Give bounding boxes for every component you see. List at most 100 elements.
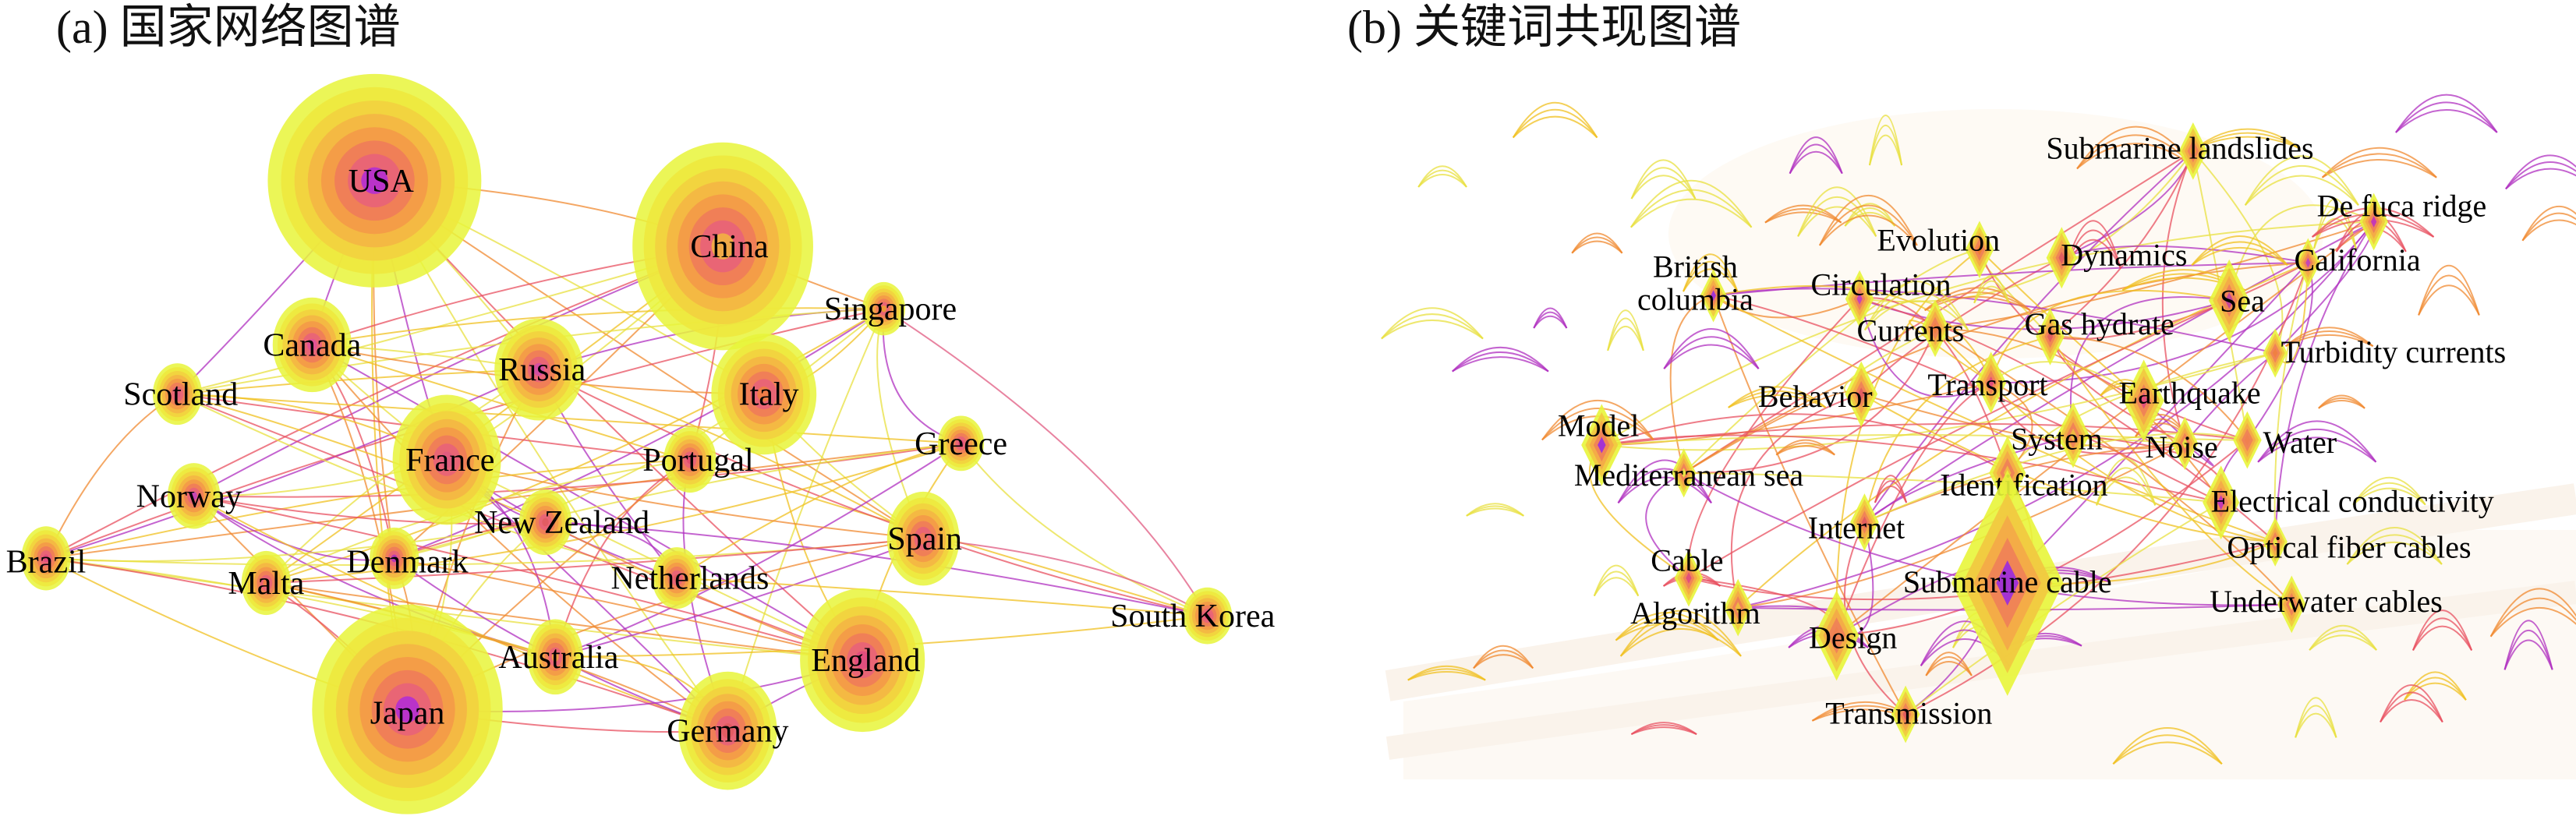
- keyword-node-circulation[interactable]: Circulation: [1811, 267, 1951, 328]
- keyword-link: [2412, 617, 2473, 651]
- country-label: France: [405, 443, 494, 479]
- keyword-link: [1764, 204, 1842, 224]
- keyword-link: [1819, 194, 1918, 246]
- country-node-brazil[interactable]: Brazil: [6, 526, 87, 591]
- country-link: [676, 442, 961, 579]
- country-node-singapore[interactable]: Singapore: [824, 281, 957, 336]
- keyword-link: [2418, 274, 2480, 316]
- node-diamond: [1861, 516, 1868, 528]
- country-node-spain[interactable]: Spain: [886, 491, 962, 586]
- keyword-link: [1764, 211, 1842, 224]
- country-node-portugal[interactable]: Portugal: [642, 426, 754, 493]
- node-diamond: [2224, 292, 2234, 309]
- keyword-node-optical-fiber-cables[interactable]: Optical fiber cables: [2227, 517, 2472, 567]
- keyword-link: [1533, 311, 1568, 329]
- keyword-node-algorithm[interactable]: Algorithm: [1630, 578, 1760, 637]
- keyword-node-submarine-landslides[interactable]: Submarine landslides: [2046, 122, 2314, 180]
- node-diamond: [2288, 599, 2295, 610]
- keyword-link: [2395, 101, 2498, 133]
- node-diamond: [2190, 145, 2196, 157]
- keyword-node-dynamics[interactable]: Dynamics: [2046, 227, 2188, 289]
- keyword-link: [2404, 676, 2467, 701]
- country-node-england[interactable]: England: [800, 588, 925, 733]
- keyword-node-currents[interactable]: Currents: [1857, 299, 1965, 358]
- keyword-link: [1417, 169, 1467, 188]
- keyword-node-behavior[interactable]: Behavior: [1758, 361, 1878, 427]
- country-node-germany[interactable]: Germany: [667, 671, 789, 790]
- keyword-link: [2076, 143, 2196, 170]
- country-node-russia[interactable]: Russia: [494, 318, 586, 421]
- keyword-link: [1473, 649, 1534, 669]
- keyword-node-gas-hydrate[interactable]: Gas hydrate: [2025, 306, 2174, 366]
- keyword-node-electrical-conductivity[interactable]: Electrical conductivity: [2203, 465, 2494, 540]
- keyword-link: [1789, 136, 1843, 174]
- keyword-node-model[interactable]: Model: [1558, 404, 1639, 486]
- keyword-node-earthquake[interactable]: Earthquake: [2119, 359, 2261, 442]
- node-diamond: [1681, 468, 1686, 479]
- country-link: [394, 393, 765, 560]
- keyword-link: [2295, 705, 2337, 738]
- keyword-link: [1864, 433, 2248, 523]
- keyword-link: [2352, 487, 2426, 506]
- keyword-link: [1737, 262, 2309, 609]
- keyword-node-submarine-cable[interactable]: Submarine cable: [1903, 470, 2112, 696]
- keyword-link: [2505, 168, 2576, 190]
- keyword-link: [1619, 609, 1742, 657]
- keyword-node-de-fuca-ridge[interactable]: De fuca ridge: [2317, 188, 2487, 251]
- keyword-node-evolution[interactable]: Evolution: [1877, 221, 2000, 279]
- keyword-node-turbidity-currents[interactable]: Turbidity currents: [2263, 328, 2507, 378]
- keyword-link: [1688, 299, 2230, 579]
- keyword-node-sea[interactable]: Sea: [2209, 259, 2265, 342]
- keyword-link: [2503, 639, 2553, 670]
- keyword-link: [1737, 221, 2375, 609]
- country-node-denmark[interactable]: Denmark: [346, 527, 469, 589]
- country-node-china[interactable]: China: [632, 142, 813, 351]
- keyword-node-design[interactable]: Design: [1809, 590, 1897, 681]
- keyword-link: [1541, 407, 1654, 441]
- keyword-link: [2418, 265, 2480, 316]
- keyword-node-internet[interactable]: Internet: [1808, 493, 1905, 551]
- keyword-link: [1683, 262, 2309, 474]
- keyword-link: [1607, 317, 1644, 351]
- keyword-node-system[interactable]: System: [2011, 402, 2103, 468]
- country-node-italy[interactable]: Italy: [711, 334, 817, 455]
- keyword-node-noise[interactable]: Noise: [2145, 416, 2218, 471]
- country-link: [538, 369, 1208, 617]
- keyword-link: [2346, 541, 2443, 565]
- keyword-link: [2191, 241, 2288, 266]
- node-diamond: [2047, 330, 2054, 343]
- country-node-canada[interactable]: Canada: [263, 297, 362, 393]
- country-node-malta[interactable]: Malta: [228, 550, 305, 616]
- keyword-node-transmission[interactable]: Transmission: [1825, 685, 1992, 744]
- keyword-link: [1630, 722, 1697, 735]
- keyword-label: Dynamics: [2061, 238, 2187, 273]
- country-node-newzealand[interactable]: New Zealand: [474, 489, 649, 556]
- country-label: Russia: [498, 352, 586, 388]
- keyword-link: [1617, 459, 1712, 503]
- keyword-node-transport[interactable]: Transport: [1927, 351, 2048, 414]
- country-node-japan[interactable]: Japan: [312, 604, 503, 814]
- country-label: Germany: [667, 714, 788, 750]
- keyword-node-cable[interactable]: Cable: [1651, 542, 1724, 607]
- country-node-scotland[interactable]: Scotland: [123, 363, 238, 426]
- country-node-netherlands[interactable]: Netherlands: [610, 547, 769, 609]
- keyword-link: [1452, 346, 1549, 373]
- keyword-node-mediterranean-sea[interactable]: Mediterranean sea: [1574, 448, 1804, 498]
- keyword-node-underwater-cables[interactable]: Underwater cables: [2210, 575, 2443, 634]
- keyword-node-california[interactable]: California: [2294, 238, 2421, 288]
- keyword-label: columbia: [1637, 281, 1753, 316]
- keyword-link: [2352, 476, 2426, 506]
- country-node-usa[interactable]: USA: [267, 73, 482, 288]
- keyword-node-water[interactable]: Water: [2233, 411, 2337, 469]
- country-node-france[interactable]: France: [392, 394, 501, 525]
- country-edges: [45, 179, 1208, 733]
- country-node-australia[interactable]: Australia: [498, 619, 619, 695]
- country-node-southkorea[interactable]: South Korea: [1110, 587, 1276, 645]
- keyword-link: [2404, 671, 2467, 701]
- keyword-label: De fuca ridge: [2317, 188, 2487, 223]
- node-ring: [721, 723, 734, 739]
- country-node-greece[interactable]: Greece: [915, 415, 1007, 472]
- keyword-link: [2245, 175, 2359, 206]
- country-node-norway[interactable]: Norway: [136, 463, 242, 529]
